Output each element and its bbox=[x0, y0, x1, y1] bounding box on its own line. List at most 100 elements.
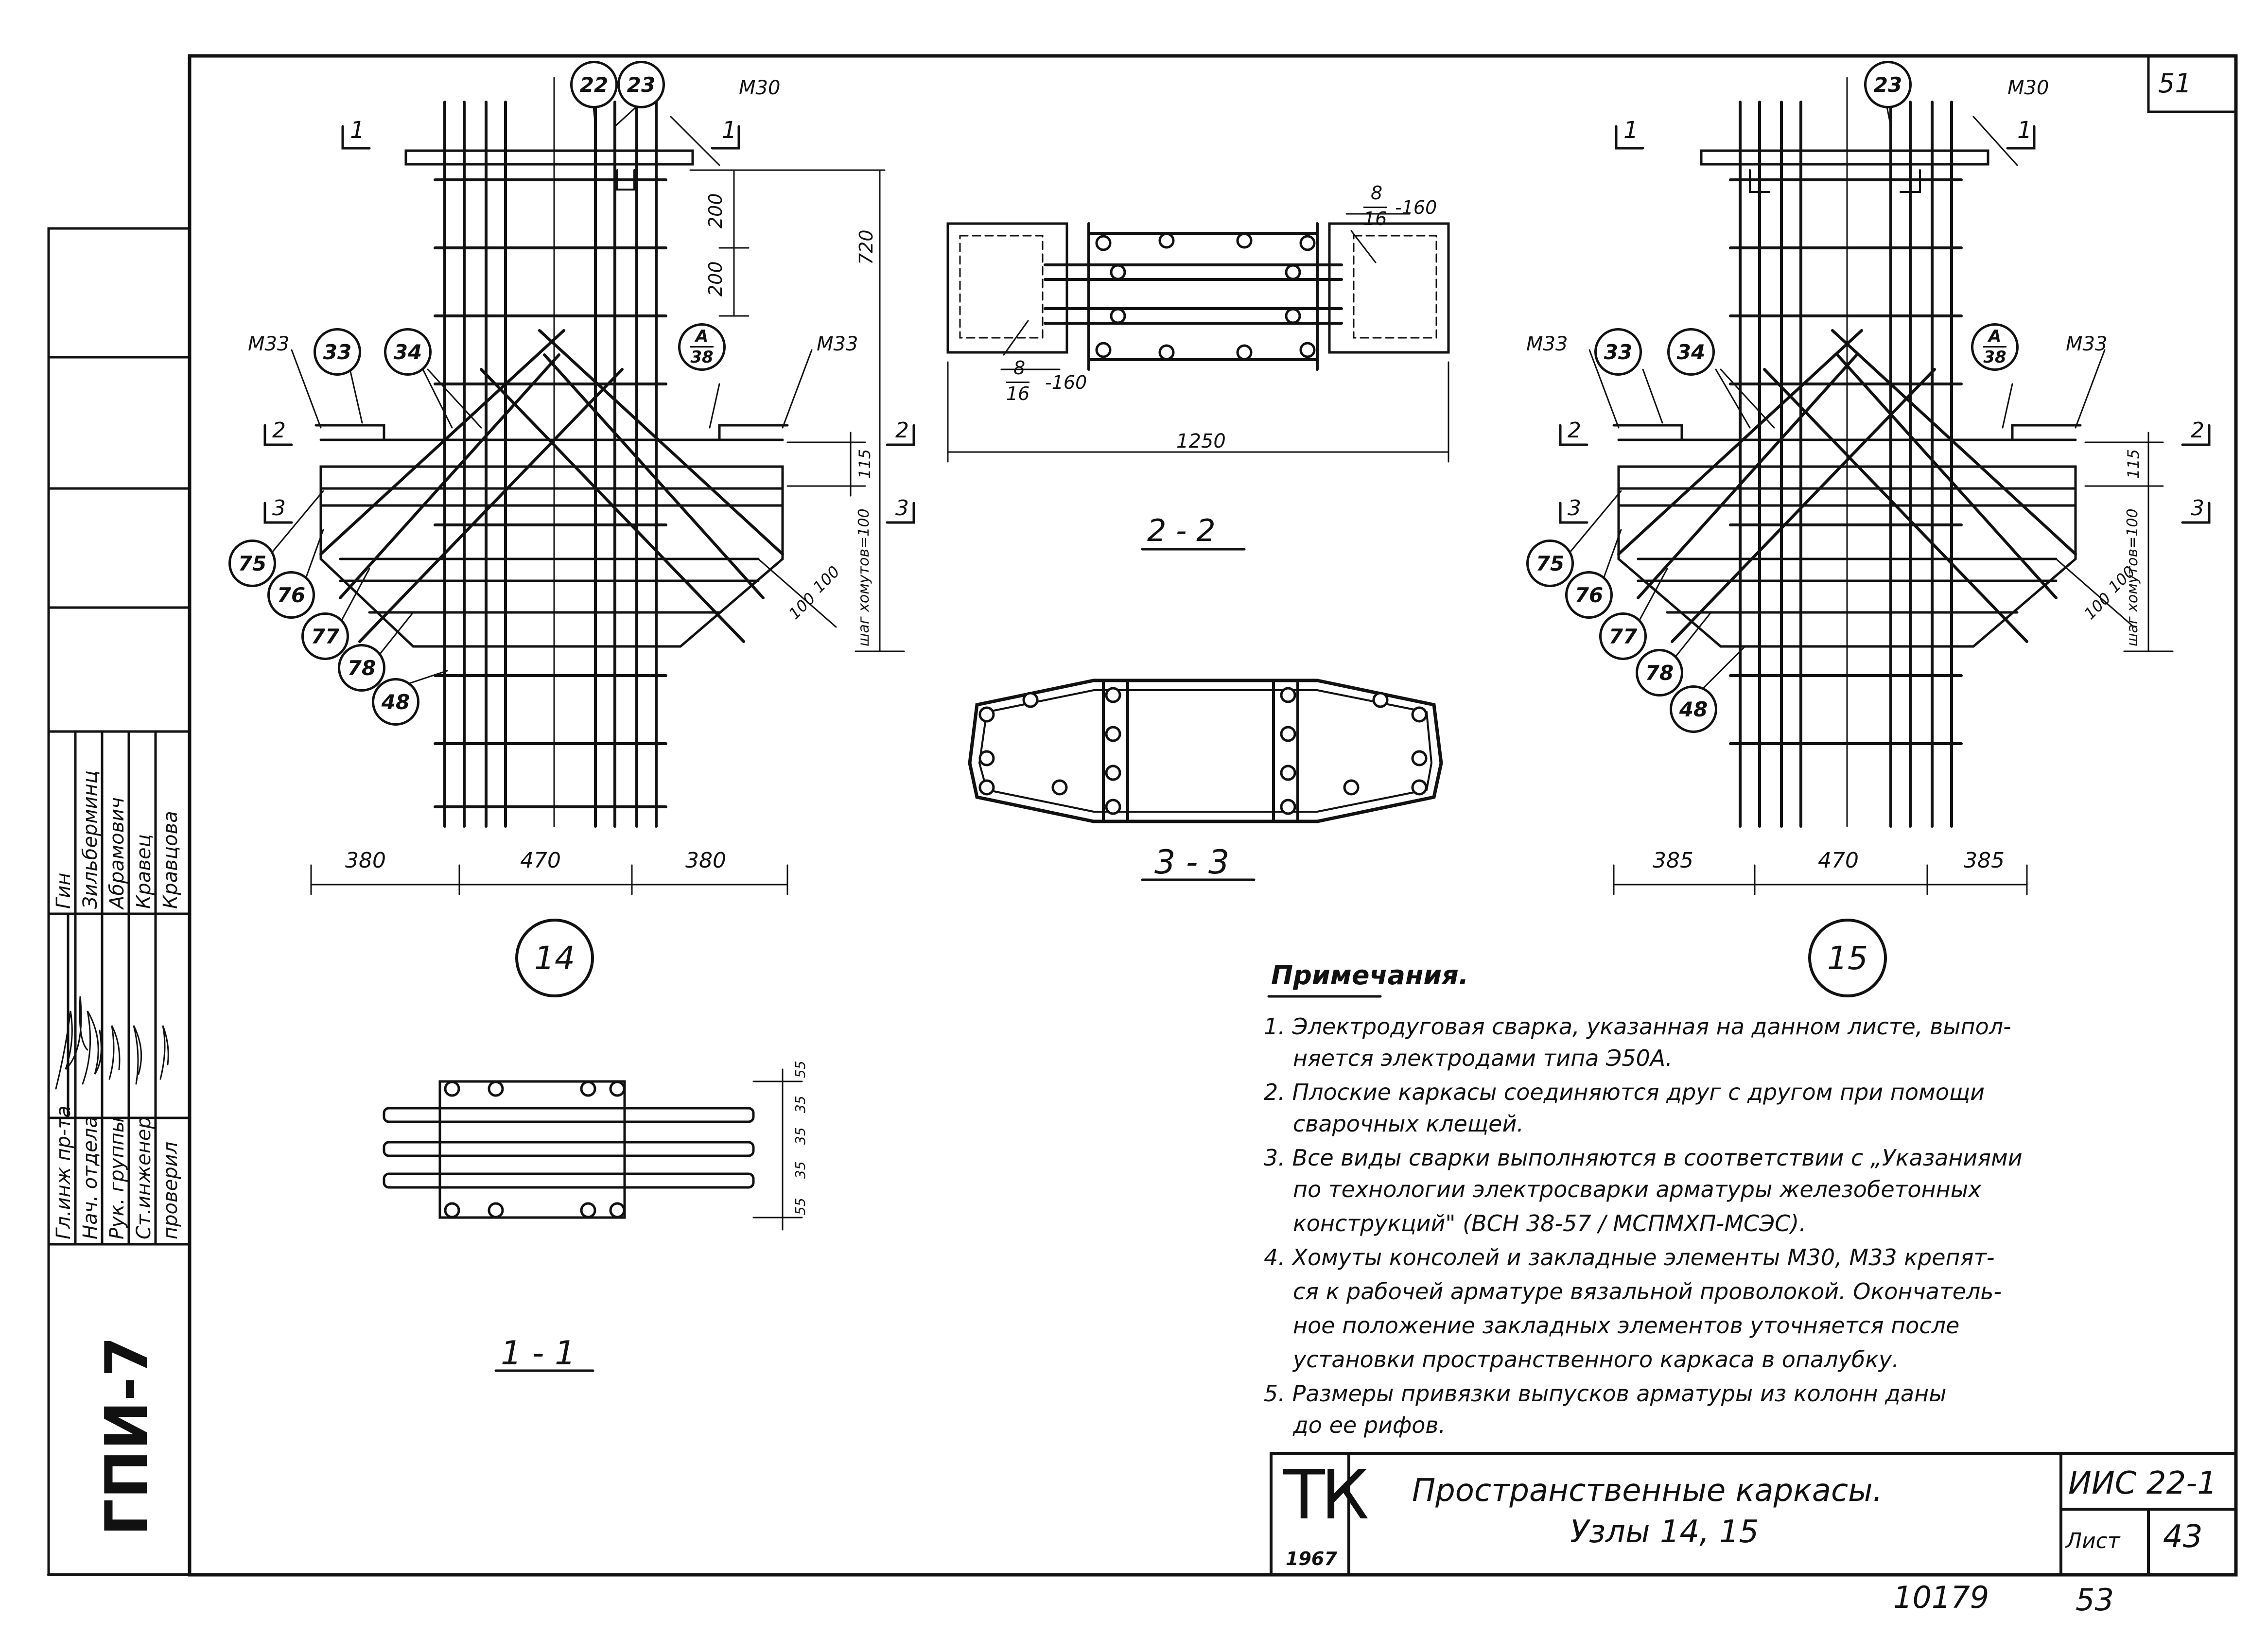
bar-section-dot bbox=[1343, 779, 1360, 796]
section22-dim: 1250 bbox=[1176, 430, 1226, 453]
note-line: сварочных клещей. bbox=[1293, 1111, 1524, 1137]
section-2-2-drawing bbox=[946, 213, 1450, 551]
node15-section-mark: 2 bbox=[2191, 418, 2204, 443]
node15-callout: 33 bbox=[1594, 328, 1642, 376]
node15-callout: 48 bbox=[1670, 685, 1717, 733]
note-line: конструкций" (ВСН 38-57 / МСПМХП-МСЭС). bbox=[1293, 1210, 1806, 1236]
node14-mark-right: М33 bbox=[817, 333, 858, 355]
title-sheet-no: 43 bbox=[2163, 1519, 2203, 1555]
bar-section-dot bbox=[1105, 799, 1121, 815]
bar-section-dot bbox=[978, 779, 995, 796]
node14-section-mark: 2 bbox=[895, 418, 909, 443]
section33-title: 3 - 3 bbox=[1154, 843, 1230, 882]
node14-bottom-dim: 380 bbox=[685, 848, 726, 873]
node15-bottom-dim: 385 bbox=[1653, 848, 1693, 873]
node15-section-mark: 3 bbox=[1568, 496, 1581, 521]
bar-section-dot bbox=[609, 1202, 626, 1219]
bar-section-dot bbox=[1372, 692, 1389, 708]
bar-section-dot bbox=[1280, 799, 1296, 815]
note-line: 3. Все виды сварки выполняются в соответ… bbox=[1264, 1145, 2023, 1171]
section11-title: 1 - 1 bbox=[501, 1334, 576, 1373]
bar-section-dot bbox=[1411, 779, 1428, 796]
node15-section-mark: 3 bbox=[2191, 496, 2204, 521]
bar-section-dot bbox=[580, 1080, 596, 1097]
node15-bottom-dim: 470 bbox=[1818, 848, 1859, 873]
title-line2: Узлы 14, 15 bbox=[1570, 1514, 1759, 1550]
note-line: 2. Плоские каркасы соединяются друг с др… bbox=[1264, 1079, 1985, 1105]
bar-section-dot bbox=[488, 1080, 504, 1097]
title-series: ИИС 22-1 bbox=[2068, 1465, 2217, 1501]
note-line: ное положение закладных элементов уточня… bbox=[1293, 1312, 1960, 1339]
footer-page: 53 bbox=[2076, 1582, 2114, 1618]
bar-section-dot bbox=[1280, 726, 1296, 742]
bar-section-dot bbox=[1051, 779, 1068, 796]
detail-ref-num: А bbox=[695, 327, 709, 347]
node14-callout: 22 bbox=[570, 61, 618, 108]
bar-section-dot bbox=[1280, 687, 1296, 703]
node14-detail-ref: А 38 bbox=[678, 323, 726, 371]
node15-callout: 76 bbox=[1565, 571, 1613, 619]
node15-callout: 34 bbox=[1667, 328, 1715, 376]
bar-section-dot bbox=[978, 750, 995, 766]
bar-section-dot bbox=[978, 706, 995, 723]
notes-heading: Примечания. bbox=[1271, 960, 1469, 991]
weld-top-den: 16 bbox=[1363, 207, 1387, 229]
node14-mark-left: М33 bbox=[248, 333, 290, 355]
note-line: до ее рифов. bbox=[1293, 1412, 1446, 1438]
note-line: установки пространственного каркаса в оп… bbox=[1293, 1346, 1899, 1373]
note-line: няется электродами типа Э50А. bbox=[1293, 1045, 1673, 1071]
note-line: 5. Размеры привязки выпусков арматуры из… bbox=[1264, 1380, 1947, 1407]
archive-number: 10179 bbox=[1893, 1580, 1989, 1615]
note-line: по технологии электросварки арматуры жел… bbox=[1293, 1176, 1982, 1202]
bar-section-dot bbox=[1158, 344, 1175, 361]
node14-bottom-dim: 380 bbox=[345, 848, 386, 873]
node14-mark-top: М30 bbox=[739, 77, 781, 99]
bar-section-dot bbox=[1110, 308, 1126, 324]
bar-section-dot bbox=[1095, 235, 1112, 251]
bar-section-dot bbox=[1105, 726, 1121, 742]
node14-callout: 23 bbox=[617, 61, 665, 108]
node14-callout: 48 bbox=[372, 678, 419, 726]
node15-callout: 23 bbox=[1864, 61, 1912, 108]
left-stamp-frame bbox=[47, 227, 191, 1576]
node14-bottom-dim: 470 bbox=[520, 848, 561, 873]
weld-bottom-den: 16 bbox=[1006, 382, 1030, 404]
detail-ref-sheet: 38 bbox=[690, 346, 714, 366]
bar-section-dot bbox=[1022, 692, 1039, 708]
node15-mark-right: М33 bbox=[2066, 333, 2108, 355]
signatures bbox=[55, 996, 169, 1090]
title-logo: ТК bbox=[1283, 1456, 1369, 1535]
node14-callout: 33 bbox=[314, 328, 361, 376]
bar-section-dot bbox=[609, 1080, 626, 1097]
title-year: 1967 bbox=[1286, 1548, 1337, 1569]
node14-section-mark: 3 bbox=[272, 496, 286, 521]
node14-section-mark: 1 bbox=[350, 117, 365, 144]
detail-ref-num: А bbox=[1988, 327, 2002, 347]
bar-section-dot bbox=[1285, 264, 1301, 280]
note-line: ся к рабочей арматуре вязальной проволок… bbox=[1293, 1278, 2002, 1305]
bar-section-dot bbox=[1299, 342, 1316, 358]
node15-mark-left: М33 bbox=[1526, 333, 1568, 355]
bar-section-dot bbox=[488, 1202, 504, 1219]
section-1-1-drawing bbox=[383, 1068, 803, 1372]
bar-section-dot bbox=[1158, 232, 1175, 249]
title-sheet-label: Лист bbox=[2066, 1529, 2120, 1553]
title-block-frame bbox=[1270, 1452, 2237, 1576]
note-line: 1. Электродуговая сварка, указанная на д… bbox=[1264, 1013, 2011, 1040]
bar-section-dot bbox=[1236, 344, 1253, 361]
weld-top-num: 8 bbox=[1371, 182, 1383, 204]
detail-ref-sheet: 38 bbox=[1983, 346, 2006, 366]
node15-detail-ref: А 38 bbox=[1971, 323, 2019, 371]
bar-section-dot bbox=[1110, 264, 1126, 280]
bar-section-dot bbox=[1285, 308, 1301, 324]
node15-mark-top: М30 bbox=[2007, 77, 2049, 99]
node-14-drawing bbox=[262, 77, 915, 895]
node14-section-mark: 3 bbox=[895, 496, 909, 521]
weld-top-len: -160 bbox=[1395, 197, 1437, 218]
node15-bottom-dim: 385 bbox=[1964, 848, 2005, 873]
bar-section-dot bbox=[1299, 235, 1316, 251]
node15-callout: 77 bbox=[1599, 612, 1647, 660]
node14-callout: 75 bbox=[228, 540, 276, 587]
node-15-drawing bbox=[1559, 77, 2211, 895]
